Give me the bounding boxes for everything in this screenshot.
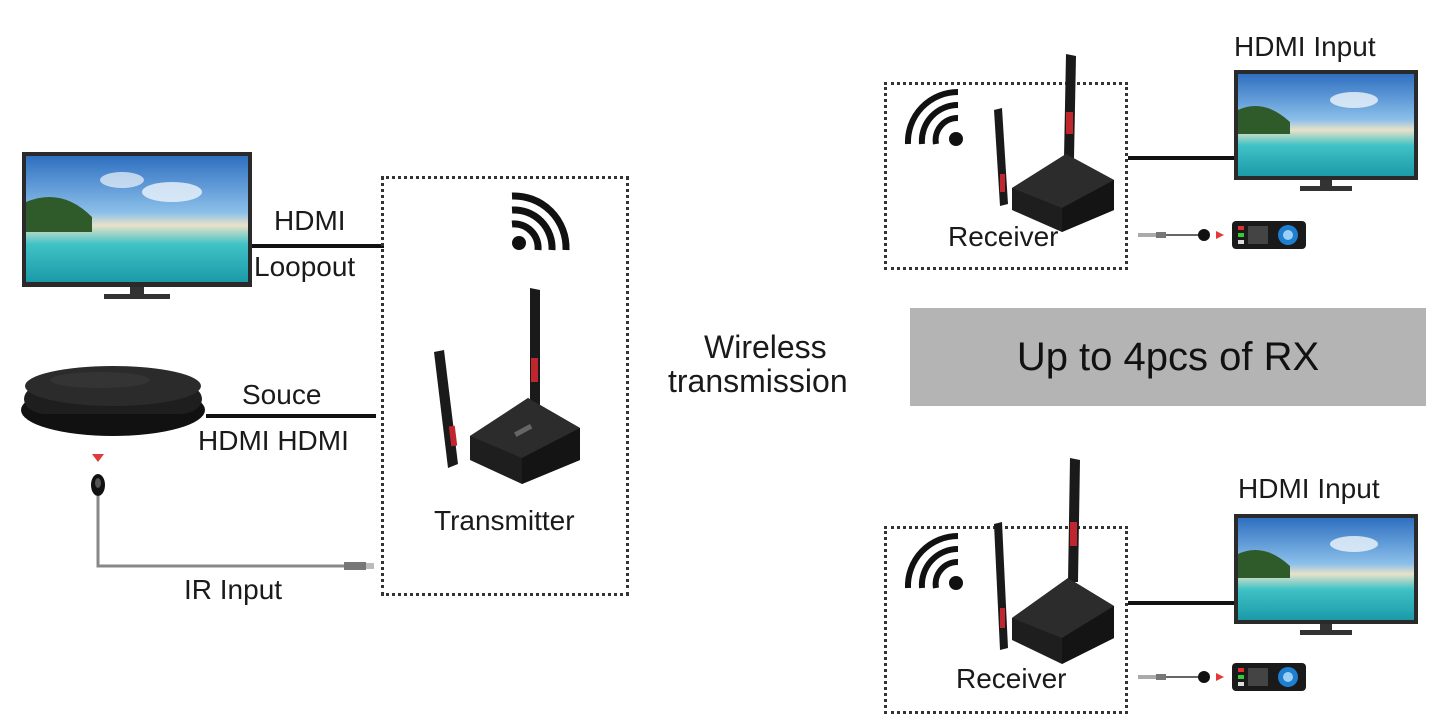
receiver-device-icon — [994, 458, 1114, 664]
display-tv-icon — [1234, 70, 1418, 191]
wifi-icon — [904, 89, 963, 146]
hdmi-input-top-label: HDMI Input — [1234, 31, 1376, 62]
rx-count-banner: Up to 4pcs of RX — [910, 308, 1426, 406]
media-box-icon — [21, 366, 205, 436]
ir-sensor-icon — [91, 454, 374, 570]
source-hdmi-cable — [206, 414, 376, 418]
receiver-bottom-hdmi-cable — [1128, 601, 1236, 605]
remote-control-icon — [1138, 663, 1306, 691]
transmitter-box — [381, 176, 629, 596]
hdmi-input-bottom-label: HDMI Input — [1238, 473, 1380, 504]
souce-label: Souce — [242, 379, 322, 410]
wifi-icon — [904, 533, 963, 590]
wifi-icon — [511, 192, 570, 251]
receiver-top-box — [884, 82, 1128, 270]
transmission-label: transmission — [668, 363, 848, 399]
hdmi-label: HDMI — [274, 205, 346, 236]
ir-input-label: IR Input — [184, 574, 283, 605]
loopout-label: Loopout — [254, 251, 356, 282]
transmitter-device-icon — [434, 288, 580, 484]
wireless-label: Wireless — [704, 329, 827, 365]
remote-control-icon — [1138, 221, 1306, 249]
loopout-tv-icon — [22, 152, 252, 299]
display-tv-icon — [1234, 514, 1418, 635]
transmitter-label: Transmitter — [434, 505, 575, 536]
receiver-device-icon — [994, 54, 1114, 232]
receiver-bottom-label: Receiver — [956, 663, 1067, 694]
receiver-top-hdmi-cable — [1128, 156, 1236, 160]
hdmi-hdmi-label: HDMI HDMI — [198, 425, 349, 456]
receiver-top-label: Receiver — [948, 221, 1059, 252]
receiver-bottom-box — [884, 526, 1128, 714]
hdmi-loopout-cable — [252, 244, 384, 248]
